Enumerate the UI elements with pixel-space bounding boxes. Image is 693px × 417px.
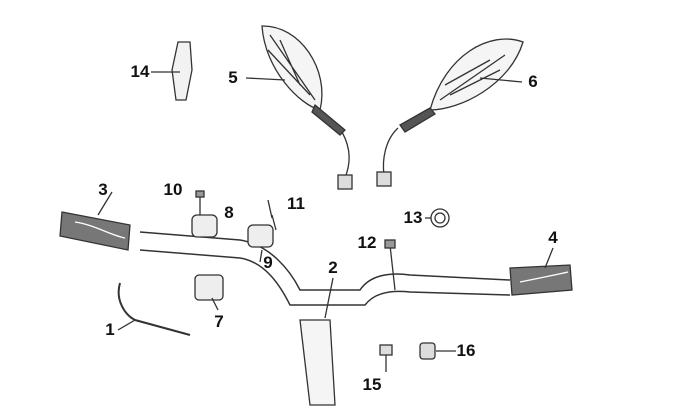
- part-6-right-mirror: [376, 38, 524, 187]
- part-15-bolt: [379, 344, 393, 372]
- callout-4: 4: [548, 228, 558, 247]
- part-14-cover: [151, 41, 193, 101]
- callout-3: 3: [98, 180, 108, 199]
- part-7-lever-mount: [194, 274, 224, 311]
- callout-5: 5: [228, 68, 238, 87]
- callout-2: 2: [328, 258, 338, 277]
- callout-13: 13: [403, 208, 423, 227]
- callout-9: 9: [263, 253, 273, 272]
- callout-8: 8: [224, 203, 234, 222]
- part-11-screws: [247, 199, 277, 248]
- part-3-left-grip: [59, 191, 131, 251]
- callout-11: 11: [287, 194, 305, 213]
- callout-12: 12: [357, 233, 377, 252]
- callout-15: 15: [362, 375, 382, 394]
- callout-1: 1: [105, 320, 115, 339]
- part-4-right-grip: [509, 247, 573, 296]
- part-2-handlebar: [139, 231, 511, 406]
- part-16-nut: [419, 342, 456, 360]
- part-5-left-mirror: [245, 25, 353, 190]
- callout-6: 6: [528, 72, 538, 91]
- callout-10: 10: [163, 180, 183, 199]
- callout-7: 7: [214, 312, 224, 331]
- part-13-ring: [425, 208, 450, 228]
- part-8-clamp: [191, 214, 218, 238]
- part-12-screw: [384, 239, 396, 291]
- part-9-bracket: [259, 249, 263, 263]
- callout-16: 16: [456, 341, 476, 360]
- part-10-screw: [195, 190, 205, 215]
- callout-14: 14: [130, 62, 150, 81]
- part-1-cable: [117, 282, 191, 336]
